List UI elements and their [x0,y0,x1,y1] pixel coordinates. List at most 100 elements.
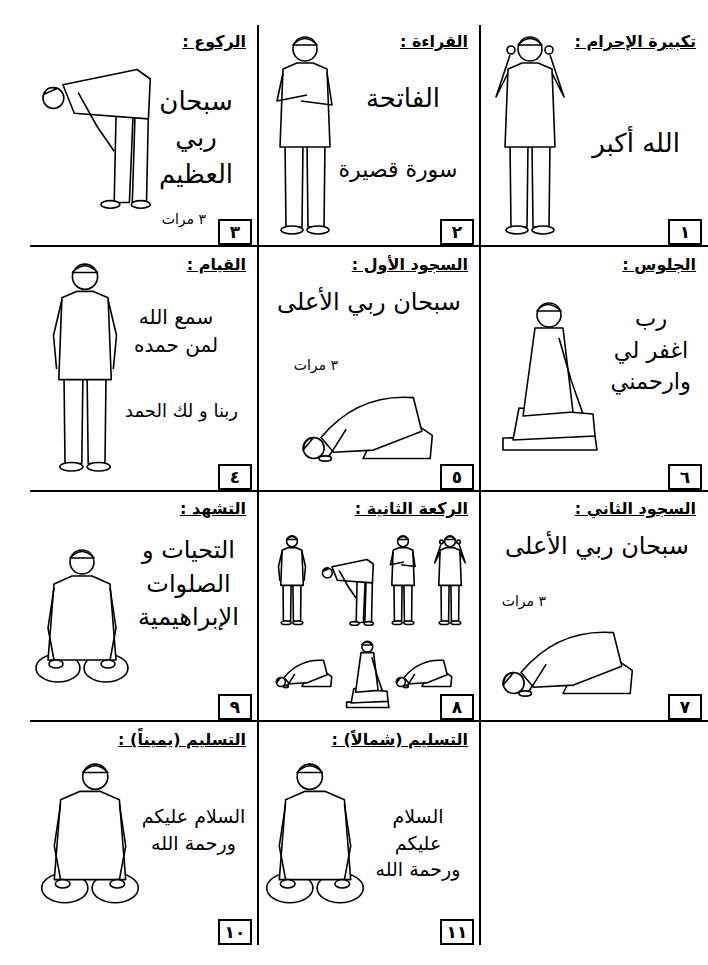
step-panel: الجلوس : رب اغفر لي وارحمني ٦ [482,248,706,490]
repeat-count: ٣ مرات [294,356,338,376]
step-text: الفاتحة [348,80,458,116]
step-title: الجلوس : [622,254,696,276]
praying-figure [435,536,466,625]
step-panel: الركوع : سبحان ربي العظيم ٣ مرات ٣ [32,25,256,245]
arm [527,664,546,693]
arm [279,551,283,581]
leg [132,112,148,202]
praying-figure [503,303,597,450]
arm [287,674,295,687]
leg [365,580,373,623]
shirt [279,791,350,879]
step-text: سبحان ربي العظيم [156,83,236,192]
leg [114,112,133,202]
praying-figure [36,550,128,682]
step-number: ١ [668,219,702,245]
step-number: ٢ [440,219,474,245]
leg [307,143,325,227]
repeat-count: ٣ مرات [162,210,206,230]
arm [279,804,285,880]
foot [87,463,110,471]
praying-figure [42,764,139,903]
hand [49,660,63,668]
step-title: التشهد : [180,498,246,520]
step-title: الركوع : [182,31,246,53]
cap [287,537,298,540]
head [396,678,405,687]
praying-figure [276,660,331,687]
step-number: ٩ [218,694,252,720]
step-number: ٤ [218,464,252,490]
arm [277,73,307,101]
foot [404,621,414,625]
arm [372,657,383,691]
figures [36,37,632,903]
head [445,536,456,547]
head [43,88,64,109]
step-text: التحيات و الصلوات الإبراهيمية [131,534,246,635]
arm [550,55,564,97]
foot [364,622,373,626]
praying-figure [54,264,117,471]
hand [110,880,125,888]
cap [303,438,314,451]
head [503,673,524,694]
arm [110,588,116,660]
step-panel: تكبيرة الإحرام :الله أكبر١ [482,25,706,245]
grid-line [257,25,259,945]
step-text: السلام عليكم ورحمة الله [141,803,246,856]
step-number: ٣ [218,219,252,245]
head [362,641,373,652]
leg [441,584,449,622]
step-title: التسليم (يميناً) : [118,729,246,751]
step-text: رب اغفر لي وارحمني [611,303,691,398]
praying-figure [347,641,389,707]
arm [339,570,356,598]
step-panel: السجود الثاني :سبحان ربي الأعلى٣ مرات٧ [482,492,706,720]
step-title: الركعة الثانية : [355,498,468,520]
praying-figure [390,536,415,625]
foot [101,201,120,209]
leg [293,584,301,622]
step-text: سورة قصيرة [333,155,463,186]
leg [404,584,412,622]
hand [440,540,444,544]
shirt [523,328,573,416]
step-title: السجود الأول : [352,254,468,276]
repeat-count: ٣ مرات [502,592,546,612]
step-panel: القيام :سمع الله لمن حمدهربنا و لك الحمد… [32,248,256,490]
cap [70,552,94,559]
arm [301,73,332,105]
foot [451,621,461,625]
head [70,550,94,574]
cap [83,766,108,773]
shirt [280,63,330,147]
arm [108,300,116,369]
step-text: الله أكبر [581,125,691,161]
cap [293,39,317,46]
praying-figure [322,560,373,626]
step-text: سبحان ربي الأعلى [269,286,469,320]
shirt [48,576,116,660]
step-text: ربنا و لك الحمد [119,398,244,423]
hand [335,880,350,888]
step-panel: التسليم (شمالاً) :السلام عليكم ورحمة الل… [260,723,478,945]
step-panel: الركعة الثانية :٨ [260,492,478,720]
leg [87,375,106,463]
praying-figure [267,764,364,903]
cap [518,39,542,46]
shirt [59,291,112,379]
foot [350,622,359,626]
leg [394,584,402,622]
foot [439,621,449,625]
praying-figure [396,660,451,687]
step-number: ٦ [668,464,702,490]
grid-lines [30,25,708,945]
shirt [281,548,304,586]
arm [390,552,404,565]
hand [55,880,70,888]
cap [323,568,329,571]
foot [392,621,402,625]
grid-line [30,490,708,492]
arm [559,338,583,414]
